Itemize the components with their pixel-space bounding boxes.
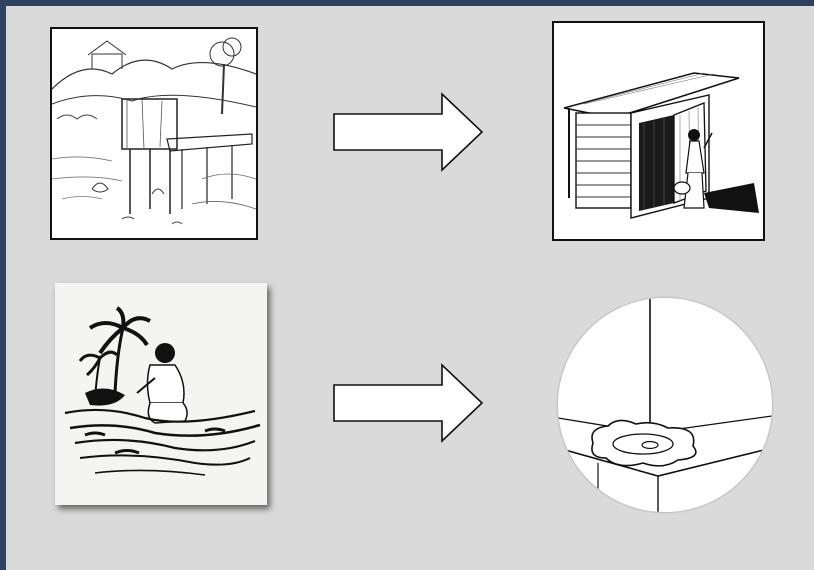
latrine-shed-drawing <box>554 23 763 239</box>
riverside-latrine-drawing <box>52 29 256 238</box>
boy-in-water-drawing <box>55 283 267 505</box>
riverside-latrine-illustration <box>50 27 258 240</box>
squat-toilet-drawing <box>558 298 772 512</box>
squat-toilet-illustration <box>558 298 772 512</box>
boy-in-water-illustration <box>55 283 267 505</box>
right-arrow-icon <box>332 363 486 443</box>
right-arrow-icon <box>332 92 486 172</box>
covered-latrine-illustration <box>552 21 765 241</box>
